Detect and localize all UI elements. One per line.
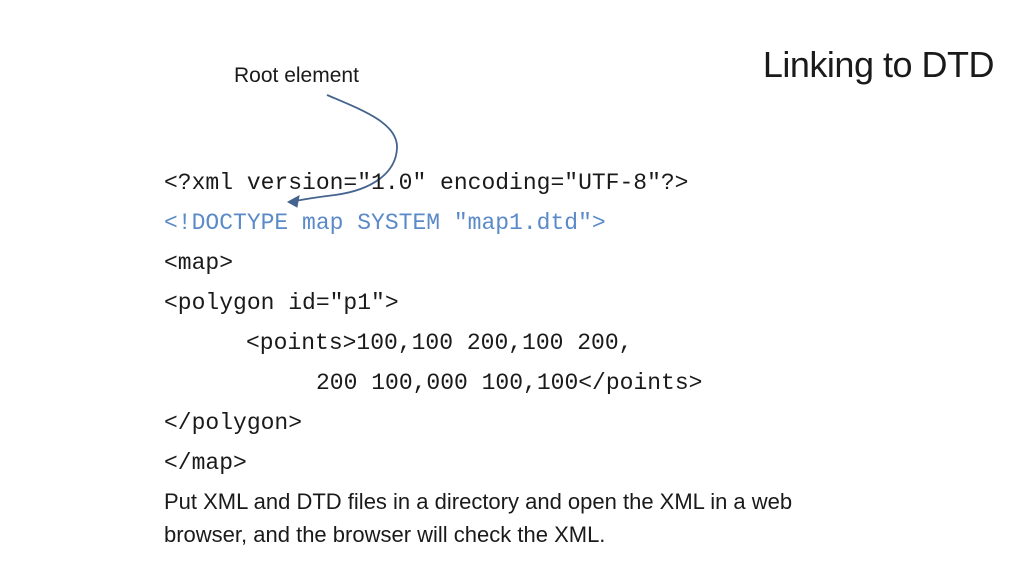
root-element-annotation: Root element [234, 64, 359, 87]
code-line-polygon-close: </polygon> [164, 410, 303, 436]
xml-code-block: <?xml version="1.0" encoding="UTF-8"?> <… [164, 163, 702, 483]
code-line-xml-declaration: <?xml version="1.0" encoding="UTF-8"?> [164, 170, 689, 196]
code-line-doctype: <!DOCTYPE map SYSTEM "map1.dtd"> [164, 210, 606, 236]
code-line-map-open: <map> [164, 250, 234, 276]
code-line-polygon-open: <polygon id="p1"> [164, 290, 399, 316]
code-line-points-start: <points>100,100 200,100 200, [246, 330, 633, 356]
code-line-points-end: 200 100,000 100,100</points> [316, 370, 703, 396]
slide-title: Linking to DTD [762, 44, 995, 85]
instruction-note: Put XML and DTD files in a directory and… [164, 489, 793, 547]
code-line-map-close: </map> [164, 450, 247, 476]
